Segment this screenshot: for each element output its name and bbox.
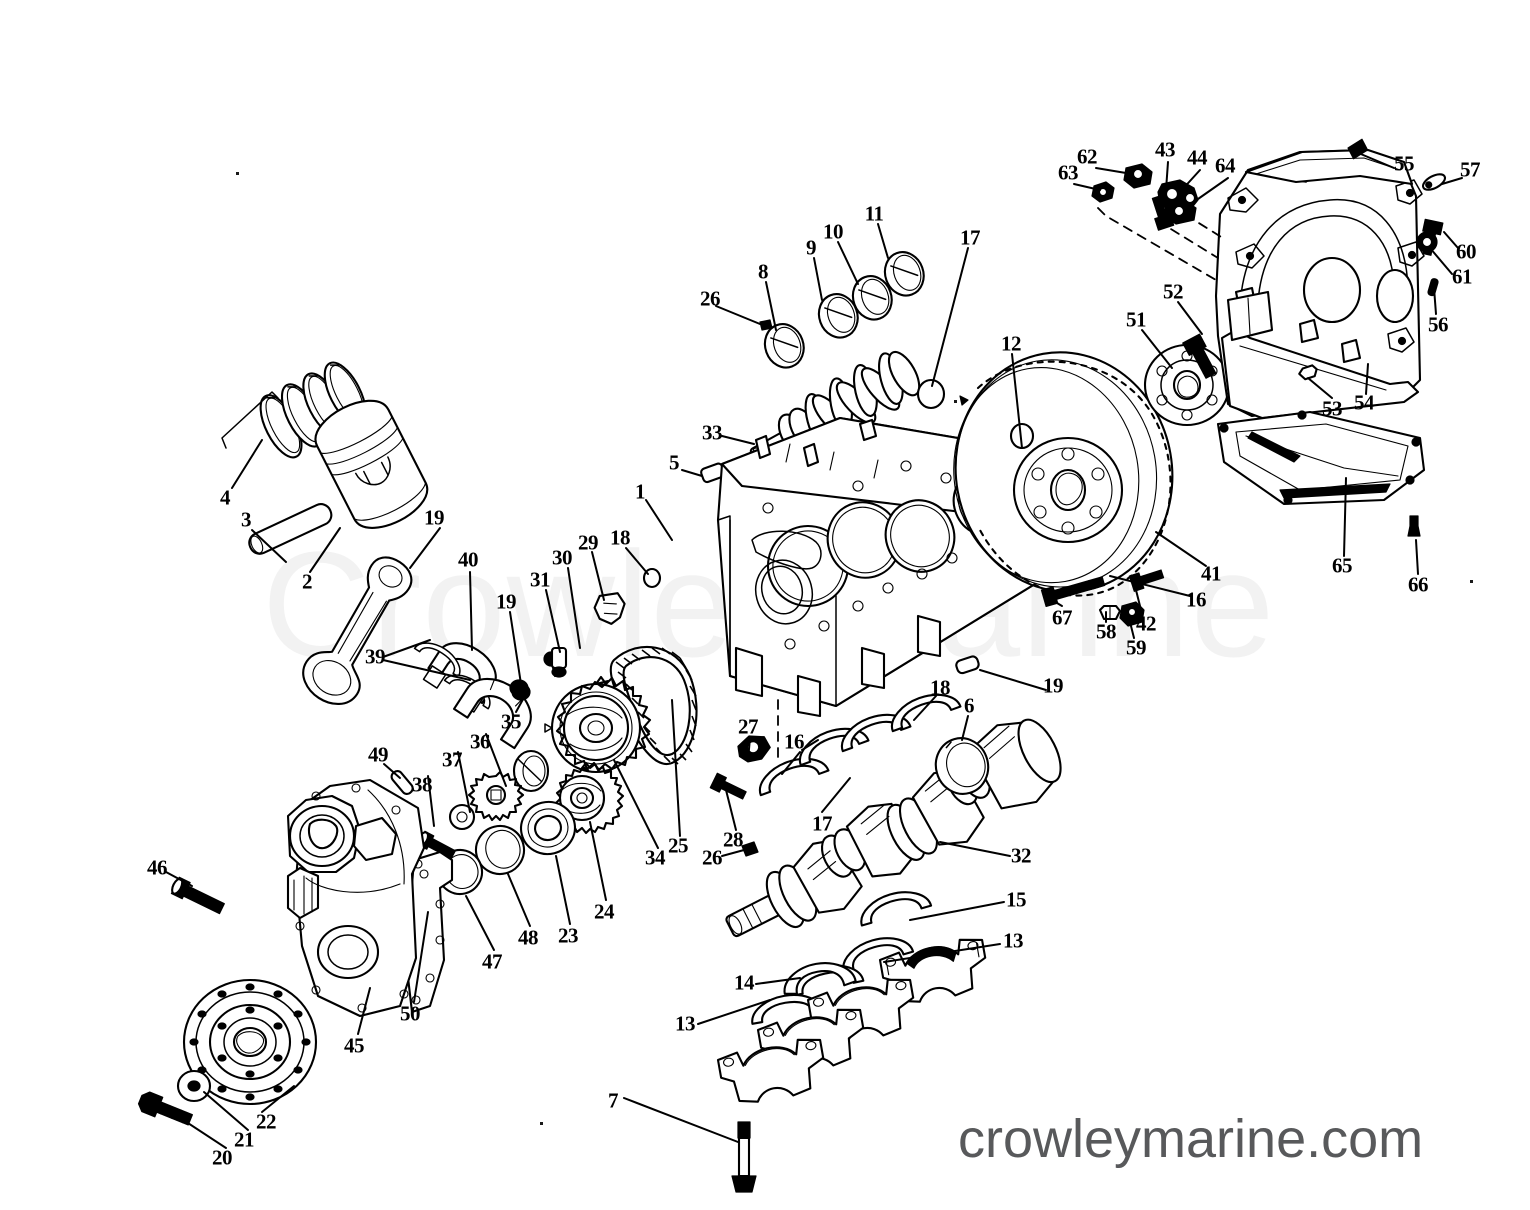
callout-number-19[interactable]: 19: [496, 589, 517, 614]
callout-number-52[interactable]: 52: [1163, 279, 1184, 304]
callout-number-17[interactable]: 17: [812, 811, 833, 836]
callout-number-40[interactable]: 40: [458, 547, 479, 572]
main-bearing-caps: [716, 938, 987, 1193]
flex-coupler: [1143, 333, 1231, 427]
bellhousing: [1214, 148, 1425, 420]
callout-number-31[interactable]: 31: [530, 567, 551, 592]
callout-number-34[interactable]: 34: [645, 845, 666, 870]
callout-number-6[interactable]: 6: [964, 693, 975, 718]
callout-number-23[interactable]: 23: [558, 923, 579, 948]
callout-number-47[interactable]: 47: [482, 949, 503, 974]
callout-number-45[interactable]: 45: [344, 1033, 365, 1058]
callout-number-35[interactable]: 35: [501, 709, 522, 734]
callout-number-56[interactable]: 56: [1428, 312, 1449, 337]
callout-number-36[interactable]: 36: [470, 729, 491, 754]
callout-number-57[interactable]: 57: [1460, 157, 1481, 182]
callout-number-21[interactable]: 21: [234, 1127, 255, 1152]
callout-number-28[interactable]: 28: [723, 827, 744, 852]
callout-number-18[interactable]: 18: [930, 675, 951, 700]
callout-number-16[interactable]: 16: [784, 729, 805, 754]
scan-speck: [236, 172, 239, 175]
callout-number-50[interactable]: 50: [400, 1001, 421, 1026]
callout-number-63[interactable]: 63: [1058, 160, 1079, 185]
flywheel-assembly: [953, 351, 1174, 597]
callout-number-14[interactable]: 14: [734, 970, 755, 995]
callout-number-38[interactable]: 38: [412, 772, 433, 797]
bearing-shells: [751, 693, 990, 1025]
callout-number-26[interactable]: 26: [700, 286, 721, 311]
callout-number-4[interactable]: 4: [220, 485, 231, 510]
callout-number-29[interactable]: 29: [578, 530, 599, 555]
callout-number-13[interactable]: 13: [675, 1011, 696, 1036]
callout-number-62[interactable]: 62: [1077, 144, 1098, 169]
callout-number-41[interactable]: 41: [1201, 561, 1222, 586]
oil-pump-parts: [390, 749, 550, 860]
callout-number-44[interactable]: 44: [1187, 145, 1208, 170]
callout-number-30[interactable]: 30: [552, 545, 573, 570]
block-rear-hardware: [709, 569, 1165, 857]
scan-speck: [1470, 580, 1473, 583]
callout-number-51[interactable]: 51: [1126, 307, 1147, 332]
callout-number-53[interactable]: 53: [1322, 396, 1343, 421]
callout-number-49[interactable]: 49: [368, 742, 389, 767]
callout-number-20[interactable]: 20: [212, 1145, 233, 1170]
callout-number-55[interactable]: 55: [1394, 151, 1415, 176]
callout-number-33[interactable]: 33: [702, 420, 723, 445]
crank-pulley-assembly: [137, 978, 318, 1126]
callout-number-26[interactable]: 26: [702, 845, 723, 870]
callout-number-18[interactable]: 18: [610, 525, 631, 550]
callout-number-60[interactable]: 60: [1456, 239, 1477, 264]
callout-number-15[interactable]: 15: [1006, 887, 1027, 912]
callout-number-37[interactable]: 37: [442, 747, 463, 772]
callout-number-19[interactable]: 19: [424, 505, 445, 530]
callout-number-42[interactable]: 42: [1136, 611, 1157, 636]
callout-number-48[interactable]: 48: [518, 925, 539, 950]
callout-number-67[interactable]: 67: [1052, 605, 1073, 630]
front-cover-assembly: [170, 778, 454, 1018]
callout-number-27[interactable]: 27: [738, 714, 759, 739]
callout-number-25[interactable]: 25: [668, 833, 689, 858]
camshaft-bearings: [759, 251, 925, 369]
callout-number-8[interactable]: 8: [758, 259, 769, 284]
callout-number-61[interactable]: 61: [1452, 264, 1473, 289]
cam-sprocket: [544, 675, 652, 774]
callout-number-5[interactable]: 5: [669, 450, 680, 475]
seal-group: [436, 800, 576, 896]
callout-number-54[interactable]: 54: [1354, 390, 1375, 415]
callout-number-64[interactable]: 64: [1215, 153, 1236, 178]
callout-number-1[interactable]: 1: [635, 479, 646, 504]
small-plugs: [509, 378, 980, 697]
callout-number-59[interactable]: 59: [1126, 635, 1147, 660]
callout-number-39[interactable]: 39: [365, 644, 386, 669]
callout-number-19[interactable]: 19: [1043, 673, 1064, 698]
callout-number-13[interactable]: 13: [1003, 928, 1024, 953]
piston-group: [314, 399, 429, 529]
callout-number-22[interactable]: 22: [256, 1109, 277, 1134]
callout-number-12[interactable]: 12: [1001, 331, 1022, 356]
callout-number-17[interactable]: 17: [960, 225, 981, 250]
footer-watermark: crowleymarine.com: [958, 1109, 1424, 1169]
callout-number-43[interactable]: 43: [1155, 137, 1176, 162]
leader-lines: [161, 151, 1463, 1149]
scan-speck: [540, 1122, 543, 1125]
piston-pin-group: [248, 503, 333, 555]
callout-number-58[interactable]: 58: [1096, 619, 1117, 644]
callout-number-16[interactable]: 16: [1186, 587, 1207, 612]
callout-number-66[interactable]: 66: [1408, 572, 1429, 597]
callout-number-10[interactable]: 10: [823, 219, 844, 244]
callout-number-7[interactable]: 7: [608, 1088, 619, 1113]
callout-number-9[interactable]: 9: [806, 235, 817, 260]
callout-number-24[interactable]: 24: [594, 899, 615, 924]
scan-speck: [954, 400, 957, 403]
callout-number-46[interactable]: 46: [147, 855, 168, 880]
callout-number-3[interactable]: 3: [241, 507, 252, 532]
callout-number-11[interactable]: 11: [864, 201, 884, 226]
side-cover: [1216, 410, 1426, 537]
callout-number-32[interactable]: 32: [1011, 843, 1032, 868]
callout-number-2[interactable]: 2: [302, 569, 313, 594]
callout-number-65[interactable]: 65: [1332, 553, 1353, 578]
